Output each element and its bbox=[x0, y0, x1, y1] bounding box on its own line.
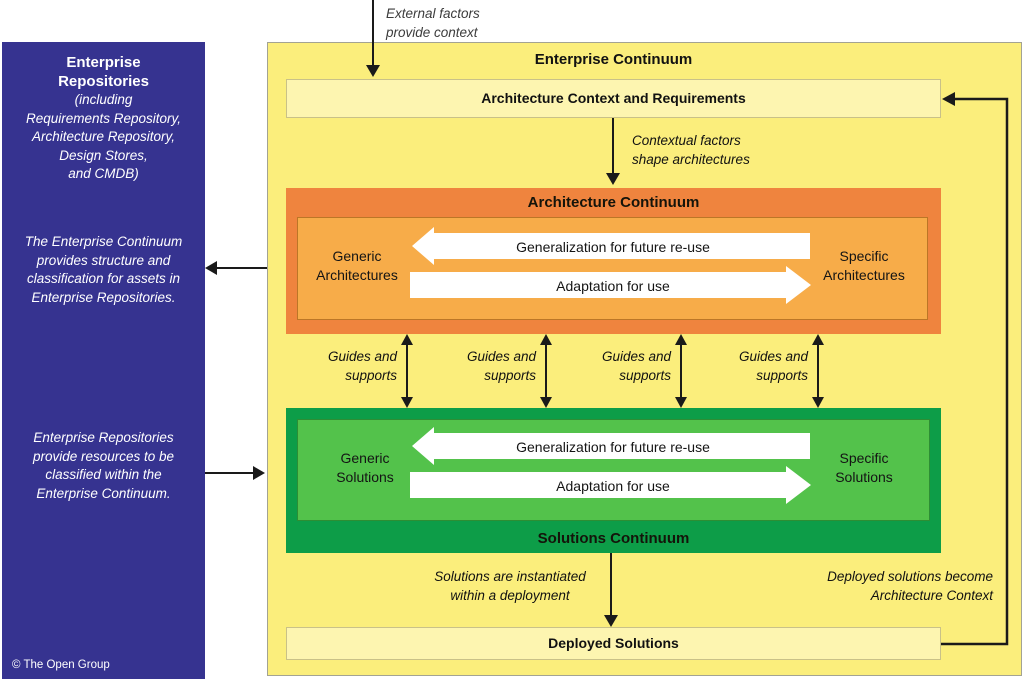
guides-supports-annotation-3: Guides and supports bbox=[601, 349, 671, 383]
enterprise-repositories-panel: Enterprise Repositories (including Requi… bbox=[2, 42, 205, 679]
enterprise-continuum-title: Enterprise Continuum bbox=[534, 51, 693, 68]
deployed-become-annotation: Deployed solutions become Architecture C… bbox=[827, 569, 993, 603]
sol-adaptation-arrow-label: Adaptation for use bbox=[556, 478, 670, 494]
architecture-context-bar: Architecture Context and Requirements bbox=[286, 79, 941, 118]
external-factors-annotation: External factors provide context bbox=[386, 6, 480, 40]
repositories-note-structure: The Enterprise Continuum provides struct… bbox=[24, 234, 183, 305]
solutions-instantiated-annotation: Solutions are instantiated within a depl… bbox=[434, 569, 586, 603]
sol-generalization-arrow-label: Generalization for future re-use bbox=[516, 439, 710, 455]
arch-adaptation-arrow-label: Adaptation for use bbox=[556, 278, 670, 294]
specific-solutions-label: Specific Solutions bbox=[835, 450, 893, 485]
architecture-continuum-title: Architecture Continuum bbox=[527, 194, 700, 211]
copyright-notice: © The Open Group bbox=[12, 659, 110, 671]
contextual-factors-annotation: Contextual factors shape architectures bbox=[632, 133, 750, 167]
generic-solutions-label: Generic Solutions bbox=[336, 450, 394, 485]
arch-generalization-arrow-label: Generalization for future re-use bbox=[516, 239, 710, 255]
repositories-to-continuum-arrow bbox=[205, 466, 265, 480]
generic-architectures-label: Generic Architectures bbox=[316, 248, 398, 283]
enterprise-continuum-panel bbox=[267, 42, 1022, 676]
repositories-subtitle: (including Requirements Repository, Arch… bbox=[25, 92, 182, 181]
deployed-solutions-bar: Deployed Solutions bbox=[286, 627, 941, 660]
repositories-title: Enterprise Repositories bbox=[58, 54, 149, 90]
guides-supports-annotation-2: Guides and supports bbox=[466, 349, 536, 383]
solutions-continuum-title: Solutions Continuum bbox=[537, 530, 690, 547]
continuum-to-repositories-arrow bbox=[205, 261, 267, 275]
guides-supports-annotation-1: Guides and supports bbox=[327, 349, 397, 383]
repositories-note-resources: Enterprise Repositories provide resource… bbox=[32, 430, 175, 501]
specific-architectures-label: Specific Architectures bbox=[823, 248, 905, 283]
guides-supports-annotation-4: Guides and supports bbox=[738, 349, 808, 383]
